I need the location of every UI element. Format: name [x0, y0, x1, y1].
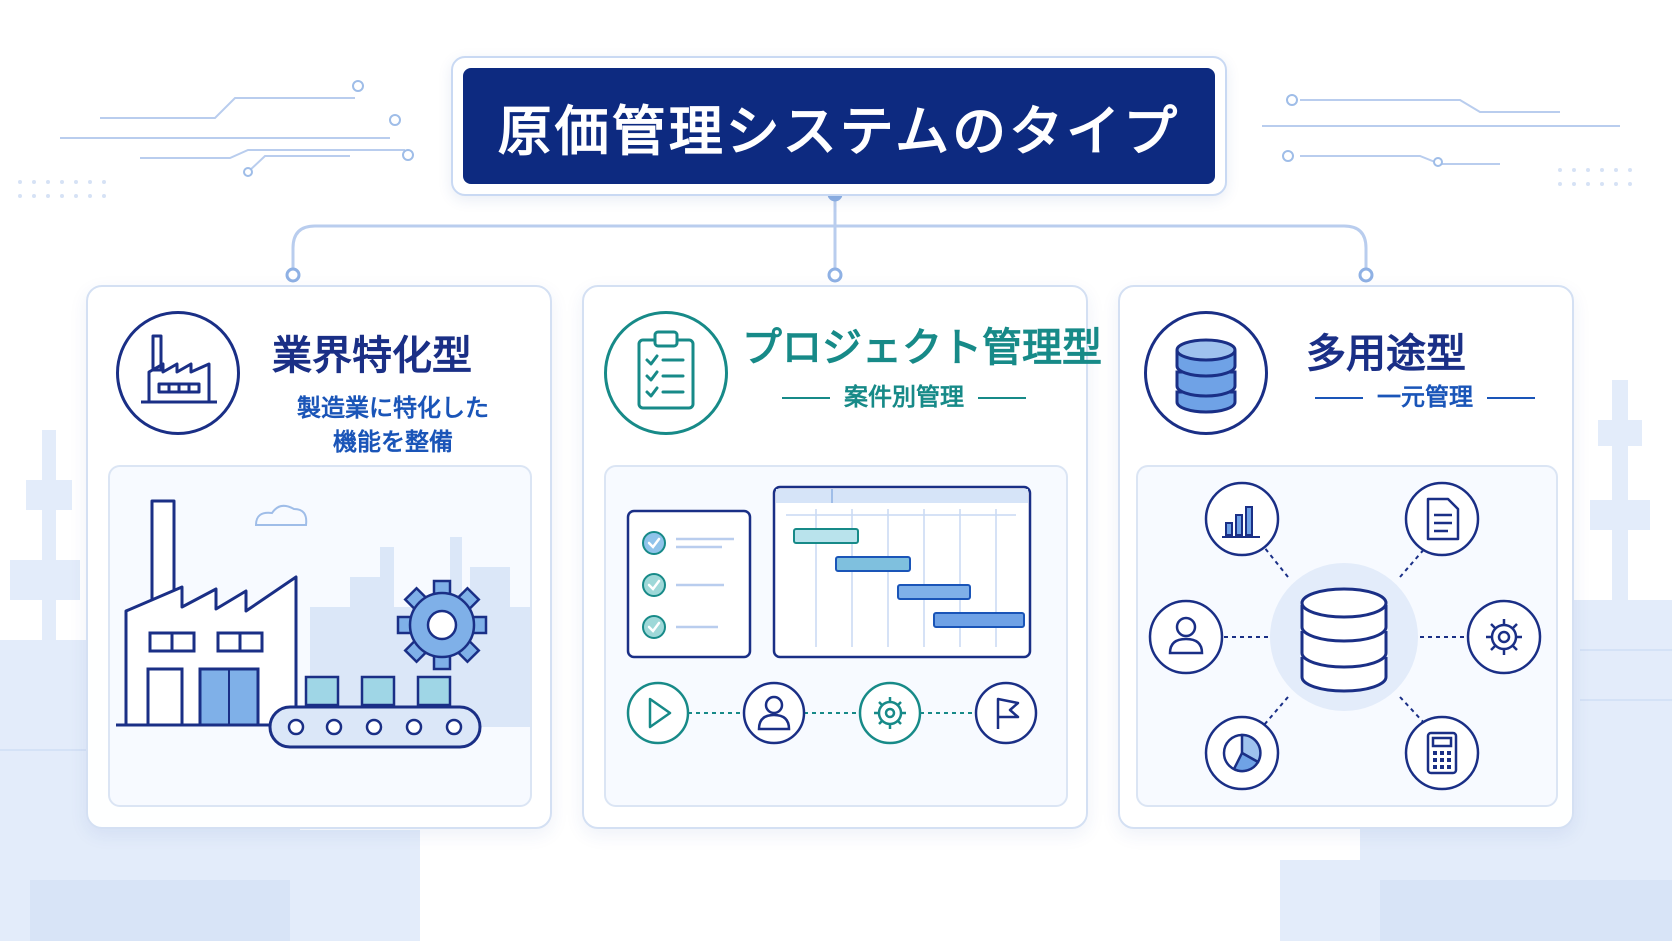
type-card-multipurpose: 多用途型 一元管理 — [1118, 285, 1574, 829]
type-description: 製造業に特化した 機能を整備 — [258, 391, 528, 459]
title-banner: 原価管理システムのタイプ — [463, 68, 1215, 184]
decorative-dash — [1487, 397, 1535, 399]
description-line: 機能を整備 — [333, 428, 453, 456]
page-title: 原価管理システムのタイプ — [497, 99, 1181, 163]
illustration-panel — [108, 465, 532, 807]
type-description: 一元管理 — [1280, 377, 1570, 412]
type-name: 多用途型 — [1306, 331, 1466, 377]
illustration-panel — [1136, 465, 1558, 807]
description-line: 案件別管理 — [844, 383, 964, 411]
title-frame: 原価管理システムのタイプ — [451, 56, 1227, 196]
type-name: 業界特化型 — [272, 333, 472, 379]
decorative-dash — [782, 397, 830, 399]
decorative-dash — [1315, 397, 1363, 399]
description-line: 一元管理 — [1377, 383, 1473, 411]
clipboard-checklist-icon — [604, 311, 728, 435]
type-description: 案件別管理 — [734, 377, 1074, 412]
type-card-industry: 業界特化型 製造業に特化した 機能を整備 — [86, 285, 552, 829]
type-name: プロジェクト管理型 — [742, 325, 1102, 371]
factory-icon — [116, 311, 240, 435]
decorative-dash — [978, 397, 1026, 399]
illustration-panel — [604, 465, 1068, 807]
description-line: 製造業に特化した — [297, 394, 489, 422]
database-icon — [1144, 311, 1268, 435]
type-card-project: プロジェクト管理型 案件別管理 — [582, 285, 1102, 829]
